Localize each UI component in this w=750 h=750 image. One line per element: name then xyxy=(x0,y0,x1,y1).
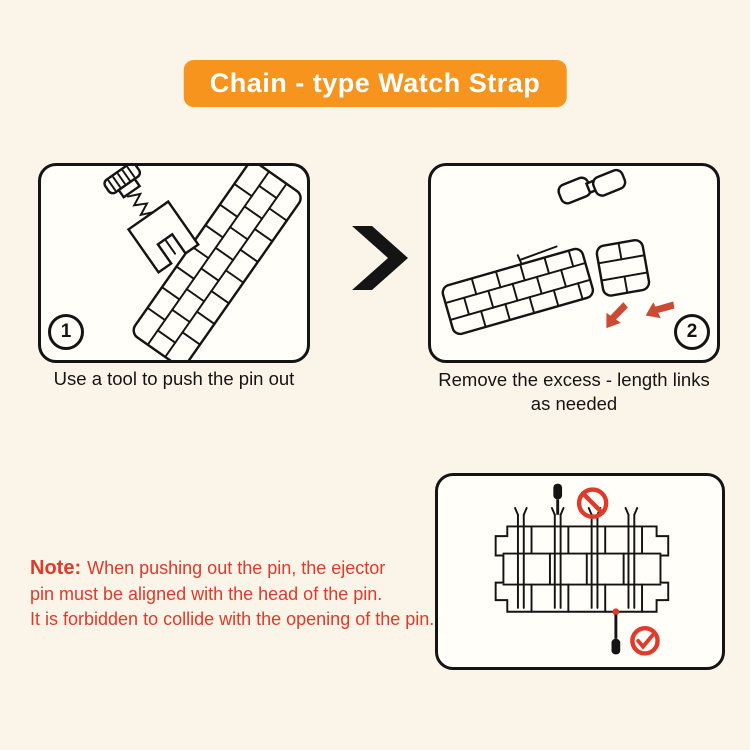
ejector-pin-top xyxy=(553,483,563,515)
red-arrow-icon xyxy=(606,301,675,329)
step2-number: 2 xyxy=(686,321,698,342)
step1-number-badge: 1 xyxy=(48,314,84,350)
link-remover-tool xyxy=(103,166,200,275)
chevron-right-icon xyxy=(352,226,408,290)
pin-alignment-illustration xyxy=(494,483,670,656)
step2-panel xyxy=(428,163,720,363)
title-banner: Chain - type Watch Strap xyxy=(183,60,567,107)
loose-pin xyxy=(516,245,558,265)
pin-removal-tool-illustration xyxy=(103,166,302,360)
excess-link xyxy=(595,239,651,297)
step1-number: 1 xyxy=(60,321,72,342)
band-cross-section xyxy=(494,507,670,613)
detached-links xyxy=(557,168,627,205)
step2-caption: Remove the excess - length links as need… xyxy=(438,369,710,414)
pin-alignment-detail-panel xyxy=(435,473,725,670)
step1-caption: Use a tool to push the pin out xyxy=(53,368,295,389)
main-band xyxy=(441,239,651,336)
link-pins xyxy=(514,507,639,609)
removed-links-illustration xyxy=(441,168,675,336)
check-circle-icon xyxy=(630,626,660,656)
no-entry-icon xyxy=(576,487,609,519)
note-text: Note:When pushing out the pin, the eject… xyxy=(30,557,435,629)
step2-number-badge: 2 xyxy=(674,314,710,350)
ejector-pin-bottom xyxy=(611,608,621,655)
page-title: Chain - type Watch Strap xyxy=(209,68,541,98)
note-label: Note: xyxy=(30,557,82,579)
